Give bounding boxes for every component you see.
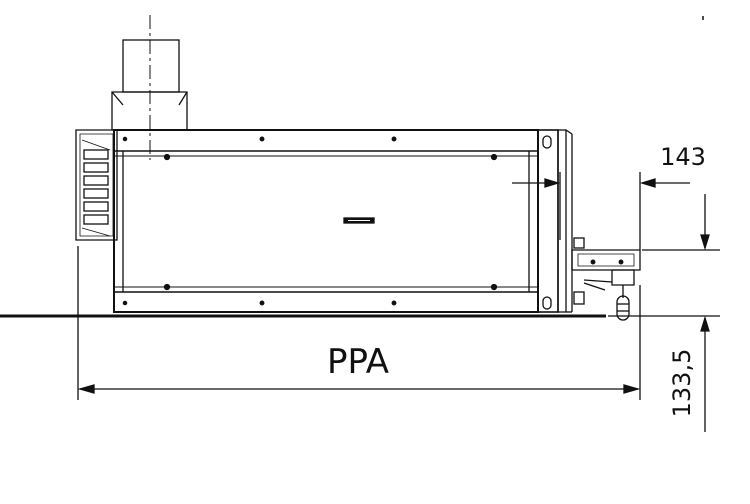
fireplace-body (113, 129, 539, 313)
height-label: 133,5 (668, 349, 696, 418)
height-dimension (608, 16, 720, 432)
door-handle (571, 249, 641, 321)
door-frame (537, 129, 585, 313)
side-grille (75, 129, 118, 241)
width-label: PPA (327, 342, 389, 382)
depth-label: 143 (660, 143, 706, 171)
depth-dimension (512, 172, 690, 250)
width-dimension (77, 246, 641, 400)
